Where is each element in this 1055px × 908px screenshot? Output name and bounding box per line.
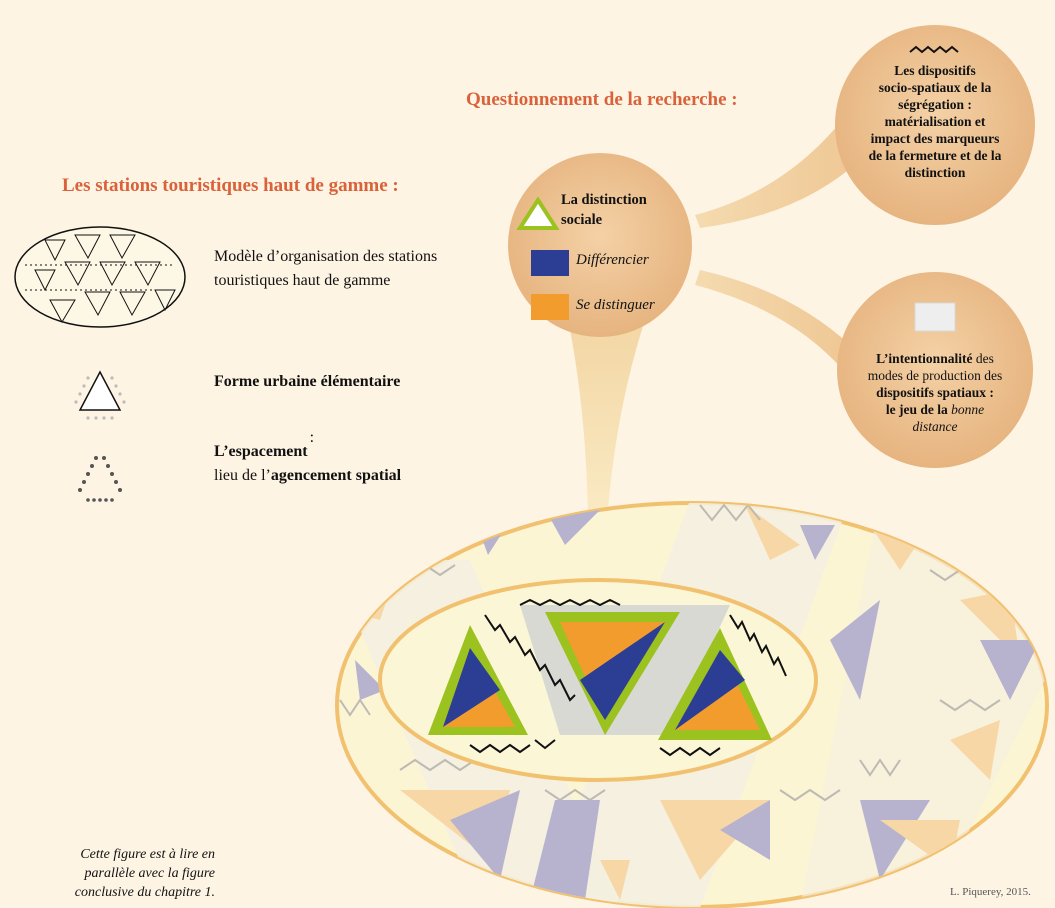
spacing-label-block: L’espacement: lieu de l’agencement spati… [214,429,402,488]
bubble-top-right [835,25,1035,225]
distinction-title: La distinction sociale [561,190,647,230]
distinguer-swatch [531,294,569,320]
spacing-colon: : [309,429,315,446]
btr-line6: de la fermeture et de la [868,148,1002,163]
footnote: Cette figure est à lire en parallèle ave… [20,845,215,902]
connector-down [565,305,650,560]
credit: L. Piquerey, 2015. [950,886,1031,898]
triangle-icon [516,196,560,230]
bbr-line1-rest: des [972,351,994,366]
zigzag [659,746,721,757]
urban-form-triangle-center [545,612,680,735]
outer-triangle [800,525,835,560]
btr-line5: impact des marqueurs [870,131,1000,146]
bubble-bottom-right-text: L’intentionnalité des modes de productio… [845,350,1025,435]
zigzag [729,614,787,677]
footnote-line2: parallèle avec la figure [84,866,216,881]
footnote-line1: Cette figure est à lire en [80,847,215,862]
outer-triangle [980,640,1040,700]
outer-triangle [830,600,880,700]
bbr-line1-bold: L’intentionnalité [876,351,973,366]
bubble-top-right-text: Les dispositifs socio-spatiaux de la ség… [845,62,1025,181]
urban-form-triangle-left [428,625,528,735]
bbr-line4-bold: le jeu de la [885,402,952,417]
bbr-line4-italic: bonne [951,402,985,417]
central-bubble [508,153,692,337]
btr-line4: matérialisation et [884,114,986,129]
btr-line1: Les dispositifs [894,63,976,78]
btr-line2: socio-spatiaux de la [878,80,992,95]
outer-triangle [450,790,520,880]
grey-band-right [610,605,730,735]
spacing-icon [78,456,122,502]
grey-swatch-icon [914,302,956,332]
stations-title: Les stations touristiques haut de gamme … [62,175,399,196]
outer-triangle [600,860,630,900]
outer-triangle [950,720,1000,780]
bbr-line5-italic: distance [912,419,958,434]
bubble-bottom-right [837,272,1033,468]
black-zigzag-icon [909,45,959,54]
differencier-swatch [531,250,569,276]
footnote-line3: conclusive du chapitre 1. [74,885,215,900]
bbr-line3: dispositifs spatiaux : [876,385,994,400]
outer-triangle [530,800,600,900]
spacing-label: L’espacement [214,443,308,460]
urban-form-label: Forme urbaine élémentaire [214,373,401,390]
station-model-icon [14,226,186,328]
bbr-line2: modes de production des [867,368,1003,383]
model-label: Modèle d’organisation des stations touri… [214,248,438,289]
connector-bottom-right [695,270,850,370]
differencier-label: Différencier [576,252,649,268]
spacing-sub-bold: agencement spatial [270,467,402,484]
outer-triangle [355,660,385,700]
spacing-sub-prefix: lieu de l’ [214,467,271,484]
distinguer-label: Se distinguer [576,297,655,313]
distinction-title-line1: La distinction [561,192,647,208]
btr-line3: ségrégation : [898,97,972,112]
station-model-ellipse [335,501,1049,908]
urban-form-icon [74,370,126,420]
btr-line7: distinction [904,165,966,180]
zigzag [469,743,531,754]
research-title: Questionnement de la recherche : [466,89,738,110]
zigzag [519,598,621,607]
urban-form-triangle-right [658,628,772,740]
zigzag [484,614,576,702]
zigzag [534,739,556,750]
distinction-title-line2: sociale [561,212,603,228]
outer-triangle [720,800,770,860]
